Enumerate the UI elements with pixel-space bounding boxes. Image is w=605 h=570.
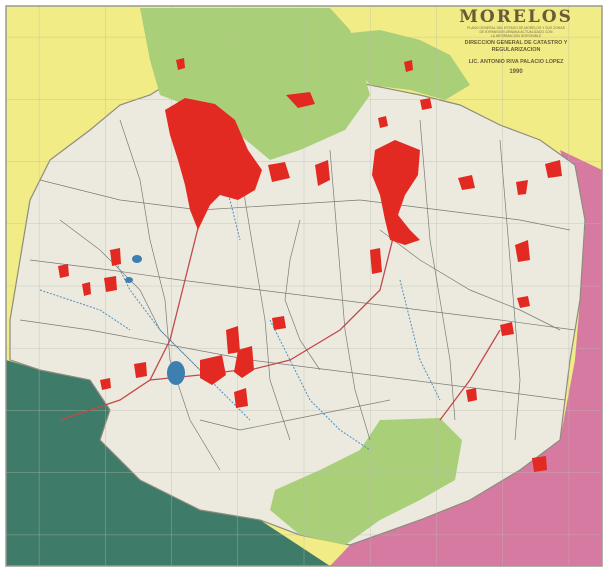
urban-south-2 (200, 355, 226, 385)
urban-southeast-2 (532, 456, 547, 472)
title-fine-print-3: LA INFORMACION DISPONIBLE (490, 34, 542, 38)
urban-west-4 (82, 282, 91, 296)
urban-cuernavaca (165, 98, 262, 230)
urban-yautepec (315, 160, 330, 186)
title-fine-print-2: DE EXPANSION URBANA ACTUALIZADO CON (479, 30, 553, 34)
urban-center-2 (272, 316, 286, 330)
lagoon-west-1 (132, 255, 142, 263)
lake-tequesquitengo (167, 361, 185, 385)
urban-tepoztlan (286, 92, 315, 108)
urban-east-1 (458, 175, 475, 190)
urban-north-1 (420, 98, 432, 110)
urban-north-2 (378, 116, 388, 128)
urban-east-2 (516, 180, 528, 195)
water-bodies (125, 255, 185, 385)
map-year: 1990 (509, 69, 523, 75)
urban-south-4 (234, 388, 248, 408)
urban-east-4 (515, 240, 530, 262)
map-title-block: MORELOS PLANO GENERAL DEL ESTADO DE MORE… (446, 8, 586, 76)
urban-north-3 (404, 60, 413, 72)
map-title: MORELOS (459, 7, 573, 27)
urban-southwest-2 (100, 378, 111, 390)
urban-south-1 (226, 326, 240, 354)
urban-east-5 (517, 296, 530, 308)
urban-southeast-1 (466, 388, 477, 402)
urban-south-3 (234, 346, 254, 378)
urban-west-2 (104, 276, 117, 292)
map-border (5, 5, 603, 567)
urban-west-1 (58, 264, 69, 278)
urban-west-3 (110, 248, 121, 266)
protected-zone-south (270, 418, 462, 545)
urban-east-6 (500, 322, 514, 336)
urban-east-3 (545, 160, 562, 178)
map-department: DIRECCION GENERAL DE CATASTRO Y REGULARI… (464, 40, 568, 53)
lagoon-west-2 (125, 277, 133, 283)
urban-northwest (176, 58, 185, 70)
urban-jiutepec (268, 162, 290, 182)
title-fine-print-1: PLANO GENERAL DEL ESTADO DE MORELOS Y SU… (467, 26, 565, 30)
urban-areas (58, 58, 562, 472)
protected-zone-north (140, 8, 370, 160)
urban-center-1 (370, 248, 382, 274)
urban-cuautla (372, 140, 420, 245)
urban-southwest-1 (134, 362, 147, 378)
map-author: LIC. ANTONIO RIVA PALACIO LOPEZ (468, 59, 564, 65)
protected-zone-northeast (330, 30, 470, 100)
